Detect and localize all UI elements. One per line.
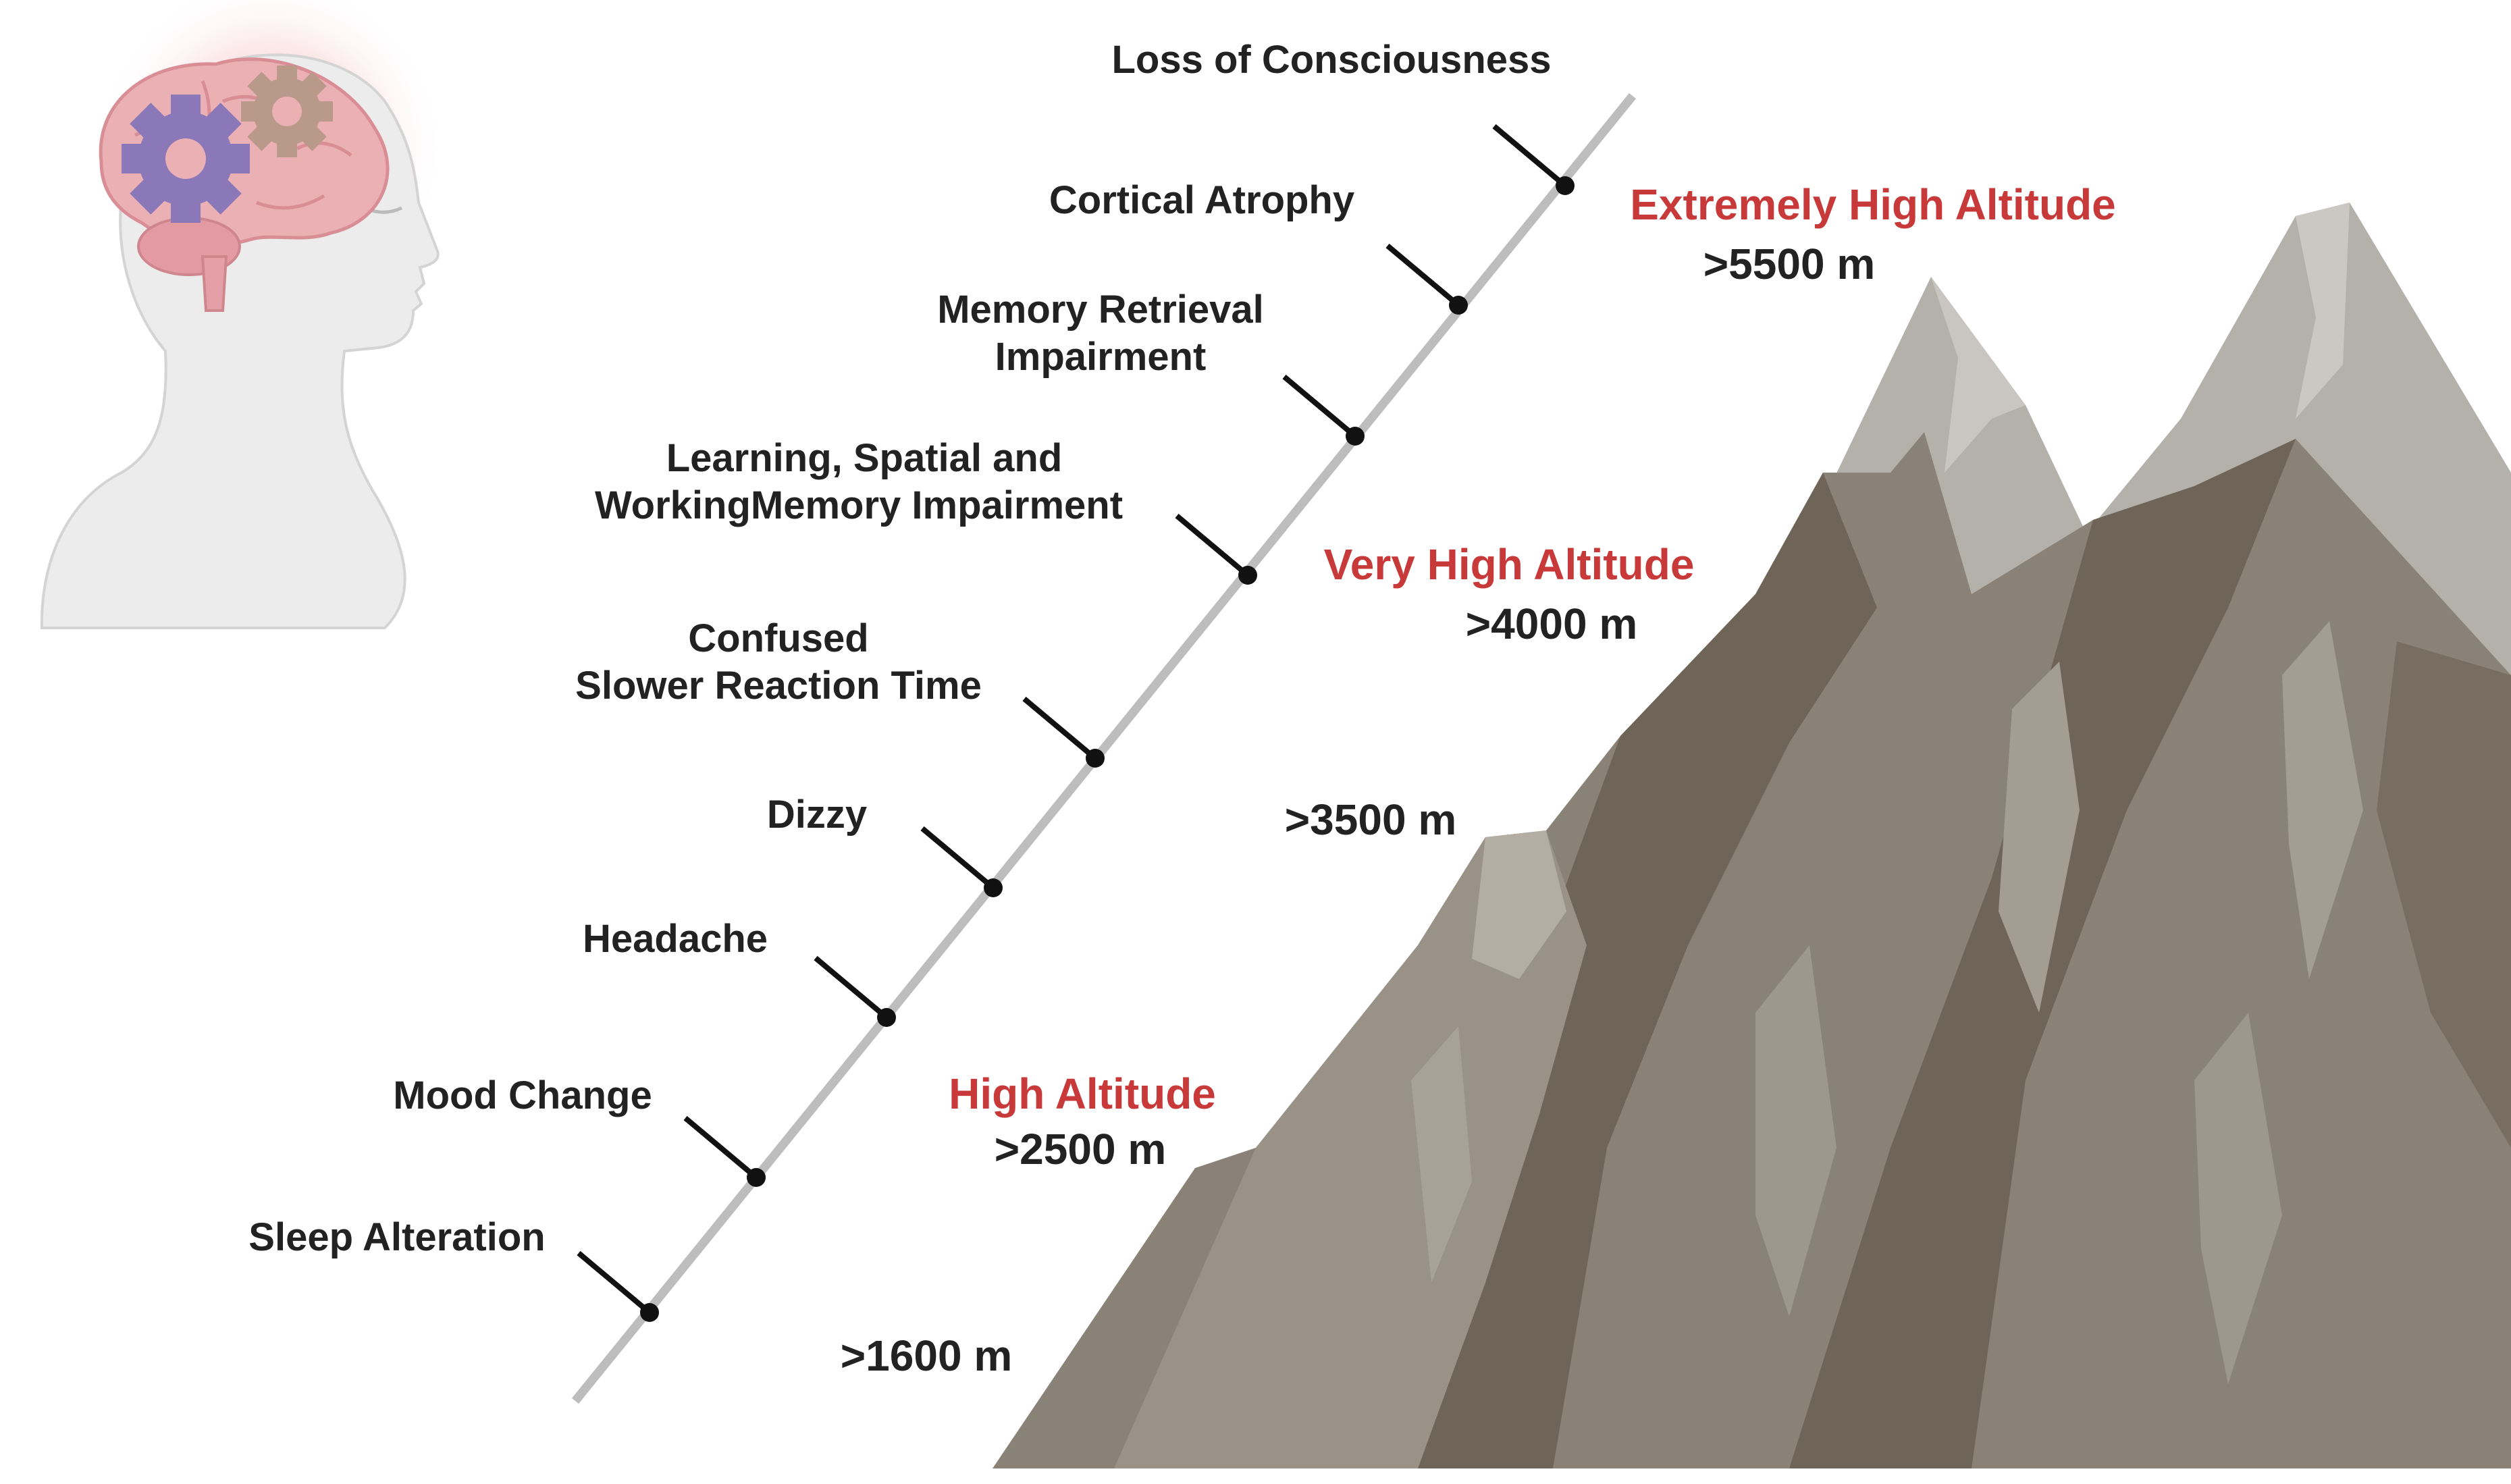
symptom-dot-2	[1346, 427, 1365, 446]
symptom-label-headache: Headache	[583, 917, 768, 961]
symptom-label-sleep-alteration: Sleep Alteration	[248, 1215, 545, 1259]
symptom-tick-1	[1385, 243, 1460, 308]
altitude-labels: Extremely High Altitude >5500 m Very Hig…	[841, 180, 2116, 1380]
altitude-value-3500: >3500 m	[1285, 795, 1456, 844]
symptom-label-learning-line2: WorkingMemory Impairment	[595, 483, 1123, 527]
symptom-tick-0	[1492, 124, 1567, 188]
symptom-label-confused-line2: Slower Reaction Time	[575, 664, 982, 708]
mountain-icon	[993, 203, 2511, 1468]
symptom-tick-4	[1022, 696, 1097, 761]
altitude-value-high: >2500 m	[995, 1125, 1166, 1173]
symptom-label-memory-retrieval-line2: Impairment	[995, 335, 1207, 379]
altitude-label-high: High Altitude	[949, 1069, 1216, 1118]
symptom-label-loss-of-consciousness: Loss of Consciousness	[1111, 38, 1551, 82]
symptom-dot-0	[1556, 176, 1575, 195]
symptom-tick-8	[577, 1250, 652, 1315]
gear-icon	[241, 65, 333, 157]
symptom-label-mood-change: Mood Change	[393, 1074, 652, 1117]
symptom-dot-7	[747, 1168, 766, 1187]
symptom-labels: Loss of Consciousness Cortical Atrophy M…	[248, 38, 1551, 1259]
symptom-tick-2	[1282, 374, 1357, 439]
altitude-label-extreme: Extremely High Altitude	[1630, 180, 2116, 229]
symptom-label-dizzy: Dizzy	[767, 793, 867, 837]
symptom-dot-4	[1086, 749, 1105, 768]
symptom-label-memory-retrieval-line1: Memory Retrieval	[937, 288, 1264, 332]
altitude-value-extreme: >5500 m	[1703, 240, 1875, 288]
symptom-tick-7	[683, 1115, 758, 1180]
symptom-label-learning-line1: Learning, Spatial and	[666, 436, 1063, 480]
altitude-value-very-high: >4000 m	[1466, 600, 1637, 648]
symptom-dot-1	[1449, 296, 1468, 315]
gear-icon	[122, 95, 250, 223]
altitude-value-1600: >1600 m	[841, 1331, 1012, 1380]
symptom-tick-3	[1175, 513, 1250, 578]
symptom-ticks	[577, 124, 1575, 1322]
symptom-tick-6	[814, 955, 889, 1020]
altitude-label-very-high: Very High Altitude	[1324, 540, 1695, 589]
symptom-dot-3	[1238, 566, 1257, 585]
symptom-dot-6	[877, 1008, 896, 1027]
symptom-label-cortical-atrophy: Cortical Atrophy	[1049, 178, 1354, 222]
head-brain-icon	[40, 0, 446, 629]
symptom-label-confused-line1: Confused	[688, 616, 868, 660]
symptom-tick-5	[920, 826, 995, 891]
symptom-dot-8	[640, 1303, 659, 1322]
symptom-dot-5	[984, 878, 1003, 897]
